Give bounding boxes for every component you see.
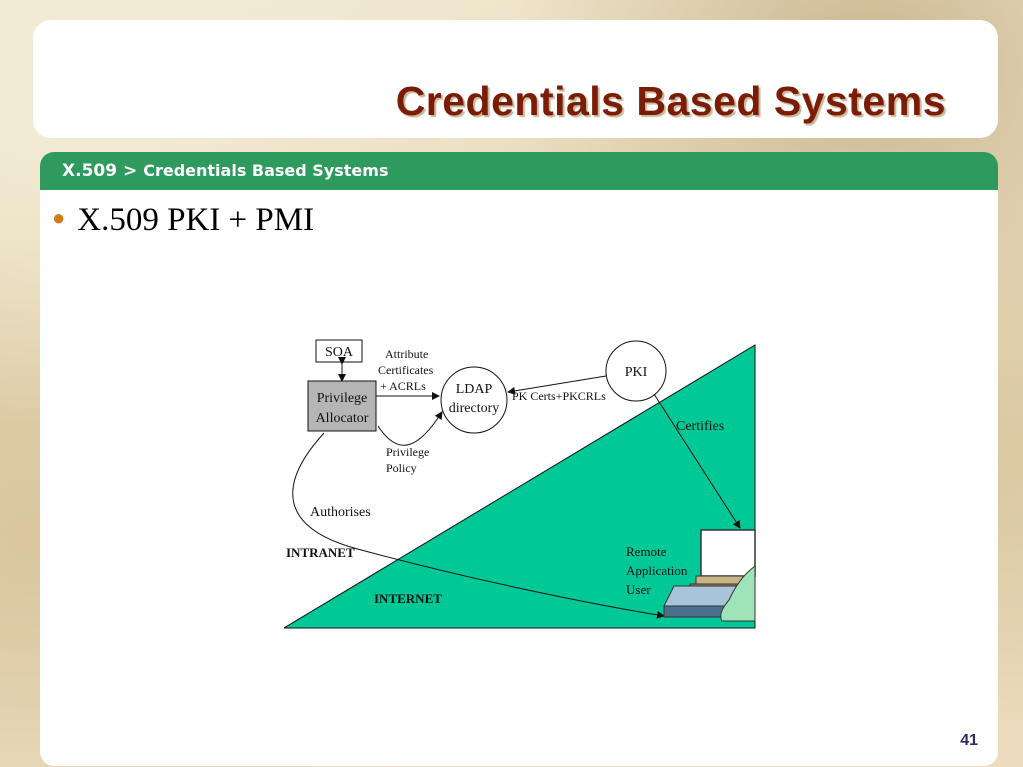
intranet-label: INTRANET (286, 545, 355, 560)
privilege-allocator-box (307, 380, 377, 432)
privilege-allocator-line1: Privilege (317, 391, 368, 406)
pk-certs-label: PK Certs+PKCRLs (512, 389, 606, 403)
certifies-label: Certifies (676, 419, 724, 434)
pki-pmi-diagram: SOA Privilege Allocator Attribute Certif… (284, 339, 756, 629)
remote-user-line1: Remote (626, 544, 667, 559)
ldap-line1: LDAP (456, 382, 493, 397)
pki-node (605, 340, 667, 402)
attribute-certificates-line3: + ACRLs (380, 379, 426, 393)
soa-label: SOA (325, 345, 354, 360)
remote-user-line2: Application (626, 563, 688, 578)
breadcrumb-current: Credentials Based Systems (143, 161, 389, 180)
privilege-policy-line1: Privilege (386, 445, 429, 459)
authorises-arrow (292, 432, 665, 619)
pki-to-ldap-arrow (507, 375, 607, 395)
privilege-policy-line2: Policy (386, 461, 417, 475)
title-panel: Credentials Based Systems (33, 20, 998, 138)
privilege-allocator-line2: Allocator (316, 411, 369, 426)
slide-number: 41 (960, 732, 978, 749)
internet-label: INTERNET (374, 591, 442, 606)
content-panel: X.509 > Credentials Based Systems ● X.509 … (40, 152, 998, 766)
privilege-policy-arrow (377, 411, 443, 446)
ldap-directory-node (440, 366, 508, 434)
computer-icon (663, 529, 756, 622)
bullet-item: ● X.509 PKI + PMI (52, 202, 314, 239)
breadcrumb-bar: X.509 > Credentials Based Systems (40, 152, 998, 190)
bullet-dot-icon: ● (52, 205, 66, 230)
slide-title: Credentials Based Systems (395, 78, 946, 124)
attribute-certificates-line1: Attribute (385, 347, 428, 361)
remote-user-line3: User (626, 582, 651, 597)
ldap-line2: directory (449, 401, 500, 416)
internet-zone (284, 344, 756, 629)
breadcrumb: X.509 > Credentials Based Systems (62, 161, 388, 181)
authorises-label: Authorises (310, 505, 371, 520)
certifies-arrow (653, 393, 741, 529)
pki-label: PKI (625, 365, 648, 380)
breadcrumb-parent: X.509 > (62, 161, 138, 181)
attribute-certificates-line2: Certificates (378, 363, 434, 377)
bullet-text: X.509 PKI + PMI (77, 202, 315, 238)
